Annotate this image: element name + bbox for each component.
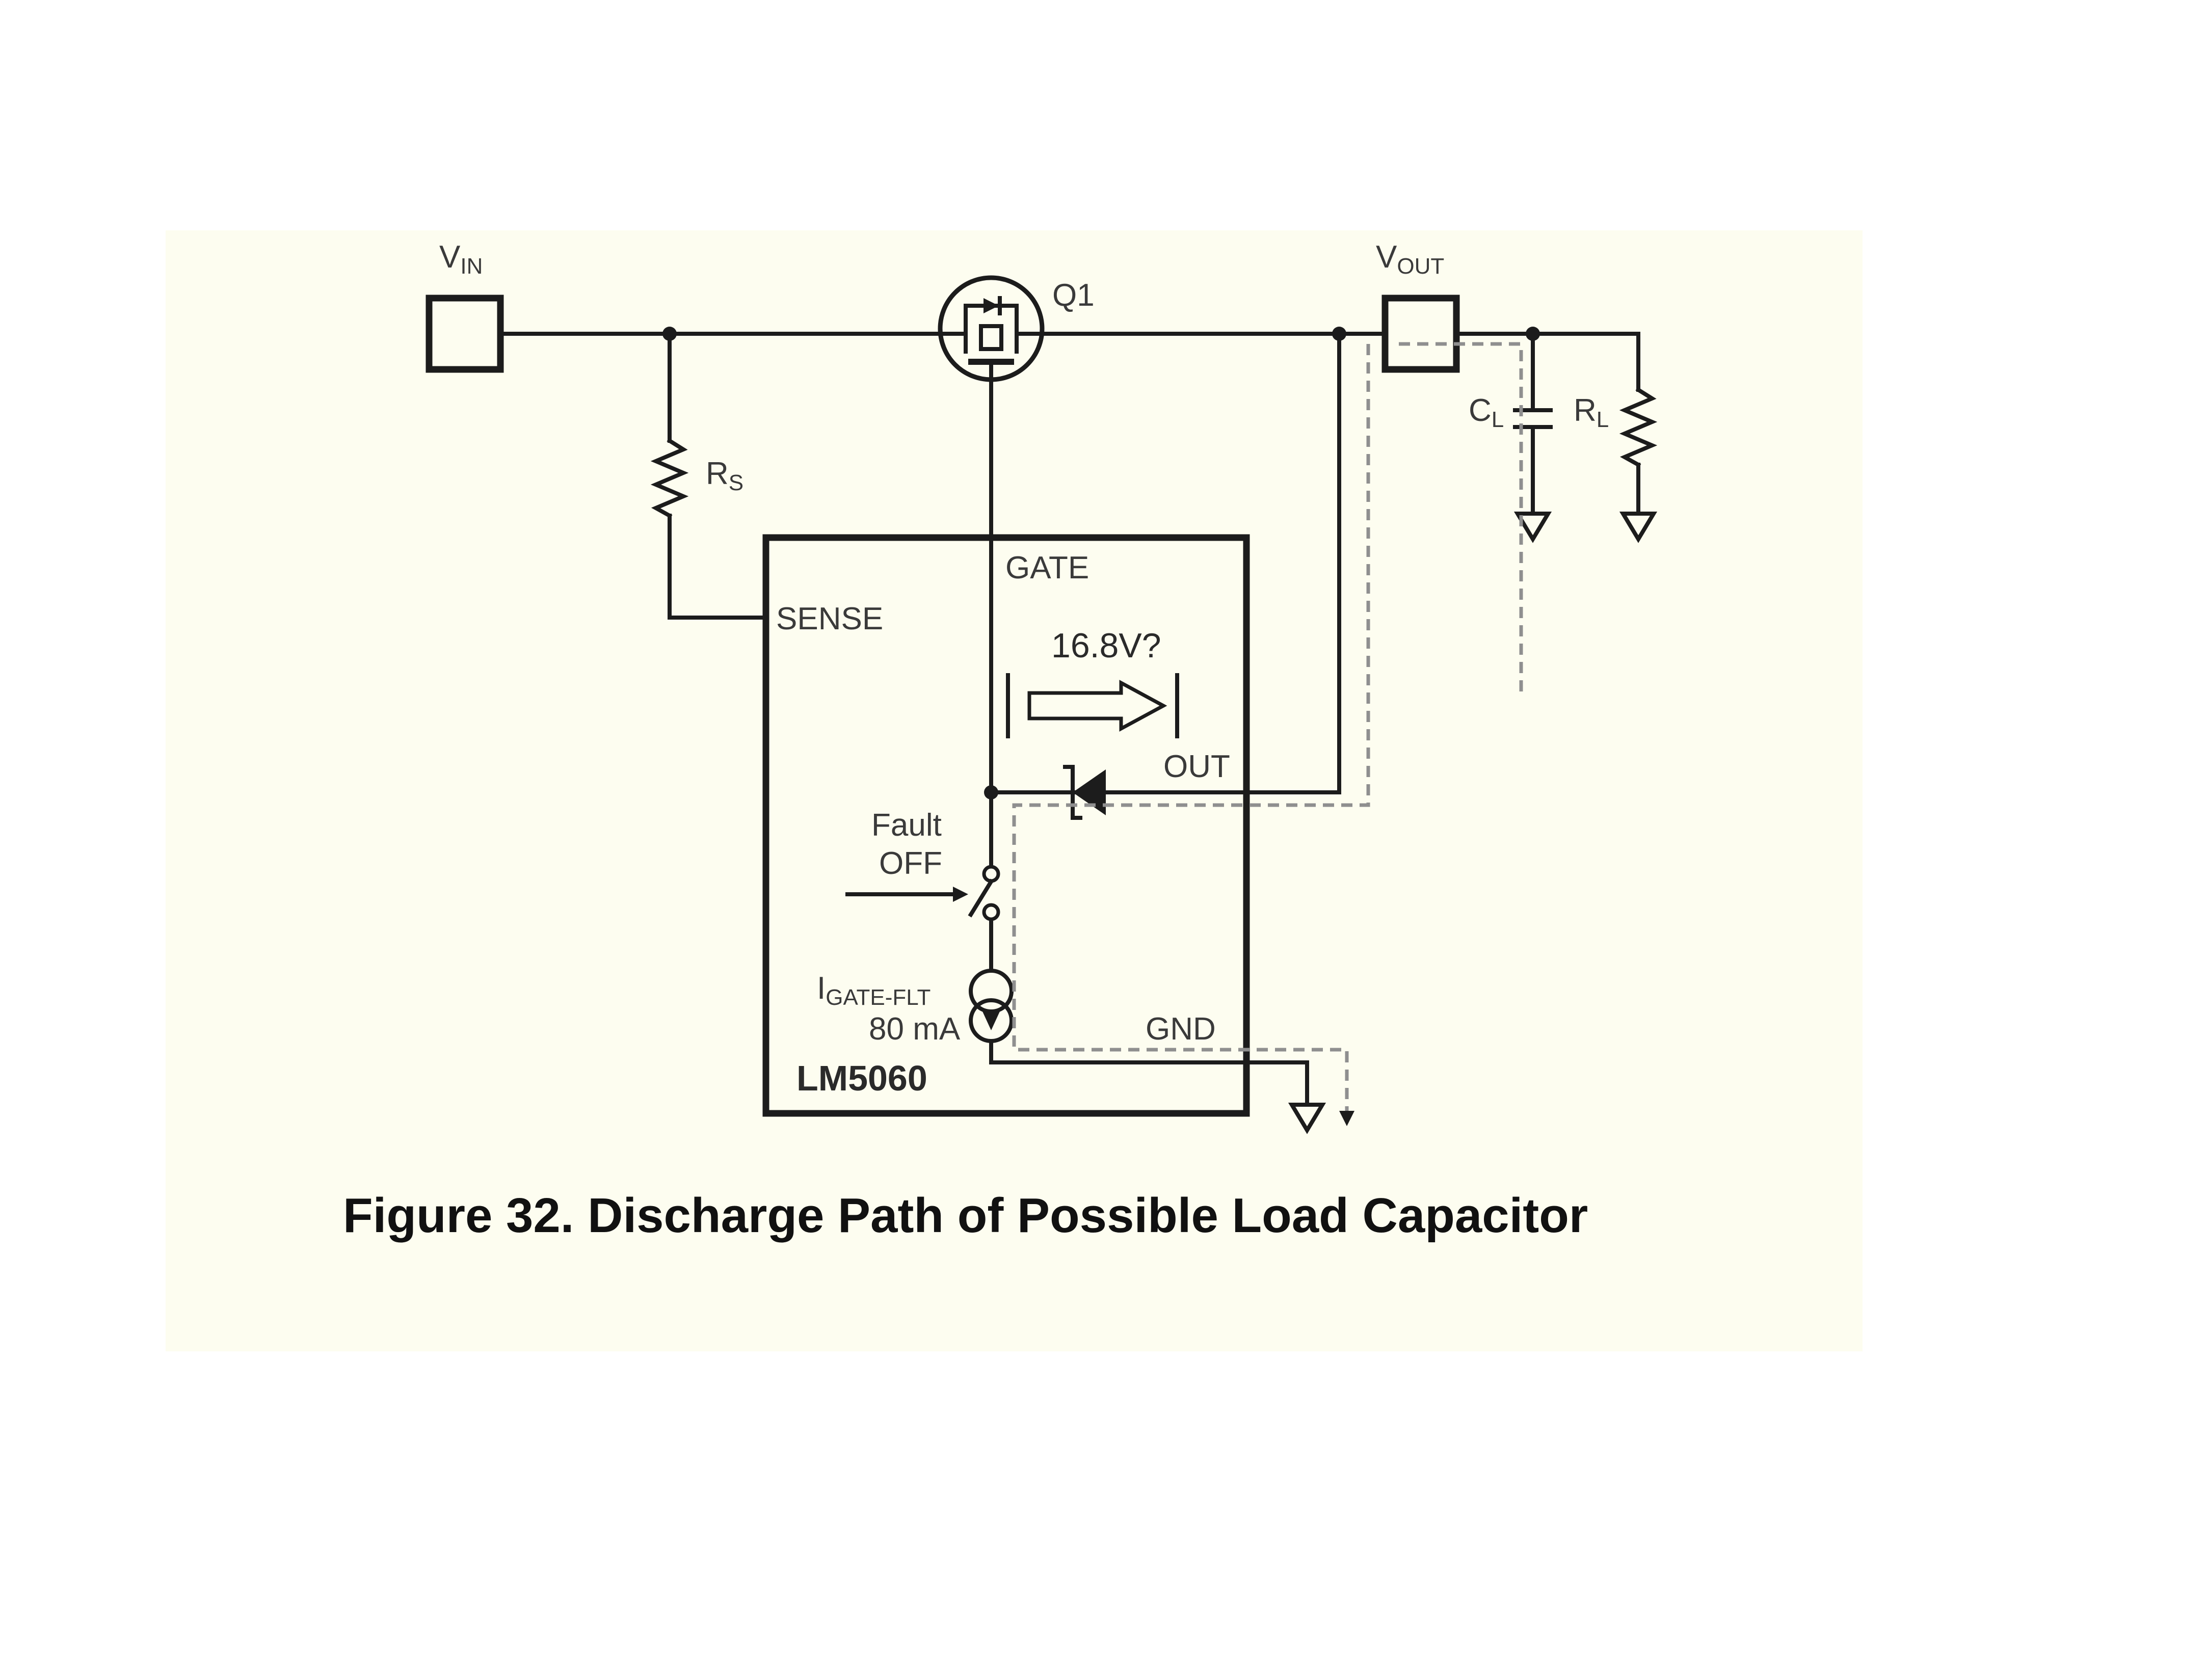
off-label: OFF	[879, 846, 942, 881]
fault-switch	[968, 865, 1000, 973]
vout-label: VOUT	[1376, 239, 1444, 279]
gnd-pin-label: GND	[1146, 1011, 1216, 1047]
gate-pin-label: GATE	[1005, 550, 1089, 585]
voltage-arrow	[1027, 680, 1167, 732]
chip-name: LM5060	[796, 1058, 927, 1098]
current-sink	[969, 969, 1014, 1064]
discharge-path	[1399, 342, 1523, 693]
vin-label: VIN	[439, 239, 483, 279]
fault-label: Fault	[871, 808, 942, 843]
out-pin-label: OUT	[1163, 749, 1230, 784]
sense-pin-label: SENSE	[776, 601, 883, 636]
q1-mosfet	[938, 275, 1045, 382]
q1-label: Q1	[1052, 278, 1095, 313]
figure-caption: Figure 32. Discharge Path of Possible Lo…	[343, 1188, 1588, 1243]
gnd-symbol	[1288, 1103, 1326, 1134]
internal-diode	[1063, 765, 1106, 820]
fault-arrow	[845, 887, 968, 902]
rl-resistor	[1619, 332, 1658, 543]
discharge-arrow	[1339, 1111, 1354, 1126]
rs-label: RS	[706, 456, 743, 495]
lm5060-chip	[762, 534, 1250, 1117]
rs-resistor	[650, 332, 768, 620]
igate-label: IGATE-FLT	[817, 971, 931, 1010]
discharge-path-vertical	[1012, 344, 1370, 1111]
current-label: 80 mA	[869, 1011, 961, 1047]
rl-label: RL	[1574, 393, 1609, 432]
cl-label: CL	[1469, 393, 1504, 432]
gate-voltage-label: 16.8V?	[1051, 626, 1161, 665]
